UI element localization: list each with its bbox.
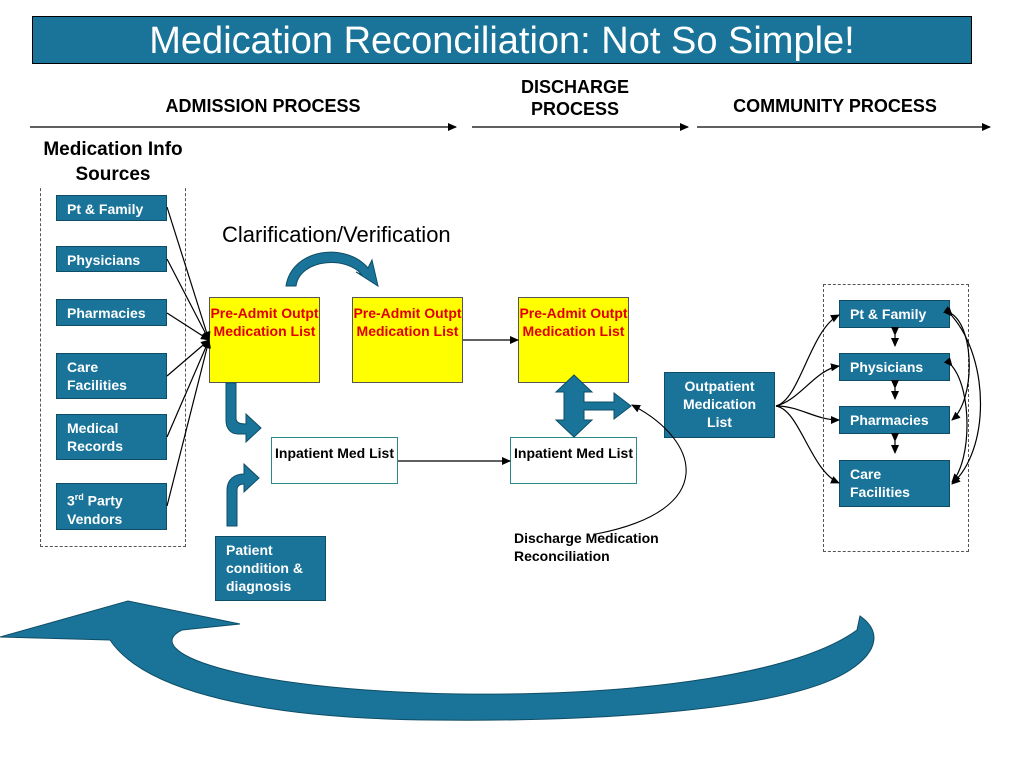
source-third-party-vendors: 3rd Party Vendors [56, 483, 167, 530]
community-process-header: COMMUNITY PROCESS [733, 96, 937, 116]
outpatient-list-box: Outpatient Medication List [664, 372, 775, 438]
condition-to-inpatient-bent-arrow [226, 462, 260, 527]
outpatient-to-community-arrows [775, 314, 840, 484]
source-to-preadmit-arrows [166, 206, 211, 507]
admission-process-header: ADMISSION PROCESS [165, 96, 361, 116]
source-care-facilities: Care Facilities [56, 353, 167, 399]
pre-admit-list-3: Pre-Admit Outpt Medication List [518, 297, 629, 383]
community-care-facilities: Care Facilities [839, 460, 950, 507]
reconciliation-pointer-arrow [595, 404, 687, 535]
source-physicians: Physicians [56, 246, 167, 272]
inpatient-list-1: Inpatient Med List [271, 437, 398, 484]
discharge-reconciliation-block-arrow [554, 374, 632, 438]
discharge-reconciliation-label: Discharge Medication Reconciliation [514, 530, 659, 564]
info-sources-heading: Medication Info Sources [40, 137, 186, 187]
slide-title: Medication Reconciliation: Not So Simple… [32, 16, 972, 64]
clarification-label: Clarification/Verification [222, 222, 451, 247]
source-medical-records: Medical Records [56, 414, 167, 460]
clarification-curved-arrow [285, 251, 379, 288]
pre-admit-list-2: Pre-Admit Outpt Medication List [352, 297, 463, 383]
discharge-process-header: DISCHARGE PROCESS [520, 77, 629, 119]
inpatient-list-2: Inpatient Med List [510, 437, 637, 484]
community-pt-family: Pt & Family [839, 300, 950, 328]
source-pharmacies: Pharmacies [56, 299, 167, 326]
source-pt-family: Pt & Family [56, 195, 167, 221]
pre-admit-list-1: Pre-Admit Outpt Medication List [209, 297, 320, 383]
community-double-arrows [891, 306, 981, 485]
patient-condition-box: Patient condition & diagnosis [215, 536, 326, 601]
preadmit-to-inpatient-bent-arrow [225, 382, 262, 444]
feedback-loop-arrow [0, 600, 875, 721]
